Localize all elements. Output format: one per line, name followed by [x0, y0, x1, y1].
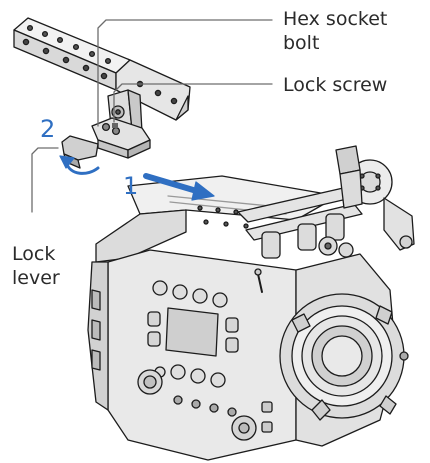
handle-shoe — [91, 117, 151, 159]
lock-screw-leader — [113, 83, 273, 123]
rotate-arrowhead — [59, 155, 75, 169]
lens-mount — [279, 253, 409, 447]
lock-screw-label: Lock screw — [283, 74, 388, 96]
hex-socket-bolt-leader — [97, 19, 273, 127]
lock-lever-leader — [31, 147, 59, 213]
lock-lever-label-line1: Lock — [12, 243, 56, 265]
step-2-number: 2 — [40, 115, 56, 143]
leader-lines — [31, 19, 273, 213]
hex-socket-bolt-label-line1: Hex socket — [283, 8, 388, 30]
rod-bracket — [237, 145, 415, 259]
step-arrows — [59, 155, 215, 201]
slide-arrow — [143, 173, 203, 195]
slide-arrowhead — [191, 181, 215, 201]
lock-lever-label-line2: lever — [12, 267, 60, 289]
step-1-number: 1 — [123, 172, 139, 200]
camera-body — [87, 175, 339, 461]
hex-socket-bolt-label-line2: bolt — [283, 32, 320, 54]
